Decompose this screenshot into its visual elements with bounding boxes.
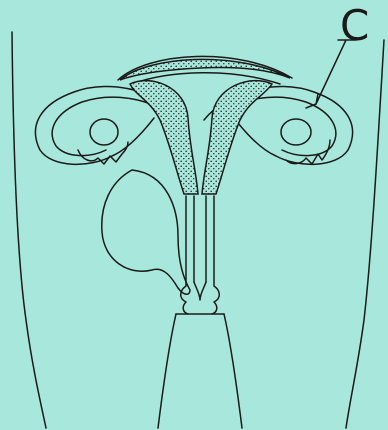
label-c: C [340, 4, 388, 48]
